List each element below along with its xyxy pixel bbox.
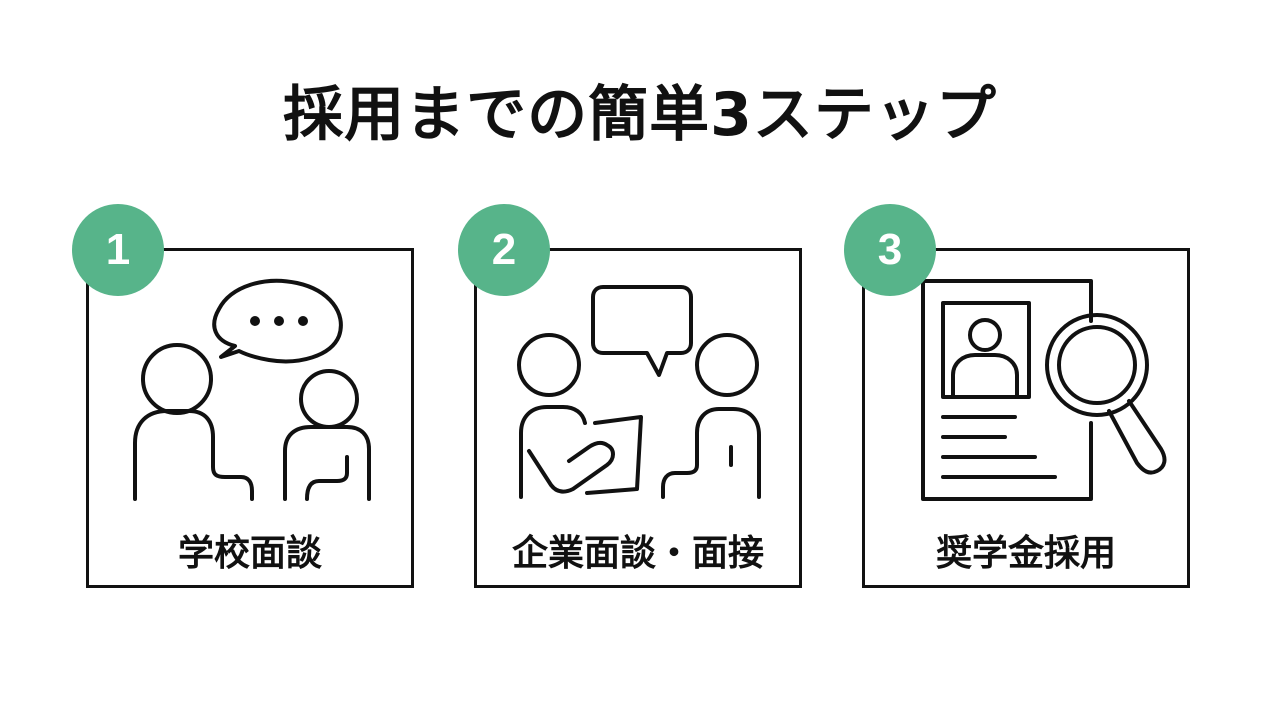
step-card-1: 学校面談	[86, 248, 414, 588]
step-number-badge-3: 3	[844, 204, 936, 296]
two-people-talking-icon	[133, 278, 371, 501]
page-title: 採用までの簡単3ステップ	[283, 80, 997, 150]
step-number-badge-2: 2	[458, 204, 550, 296]
resume-magnifier-icon	[921, 279, 1167, 501]
step-label-1: 学校面談	[177, 533, 322, 574]
step-label-3: 奨学金採用	[935, 533, 1116, 574]
step-number-badge-1: 1	[72, 204, 164, 296]
step-label-2: 企業面談・面接	[511, 533, 764, 574]
step-card-3: 奨学金採用	[862, 248, 1190, 588]
interview-document-icon	[517, 285, 761, 499]
step-card-2: 企業面談・面接	[474, 248, 802, 588]
